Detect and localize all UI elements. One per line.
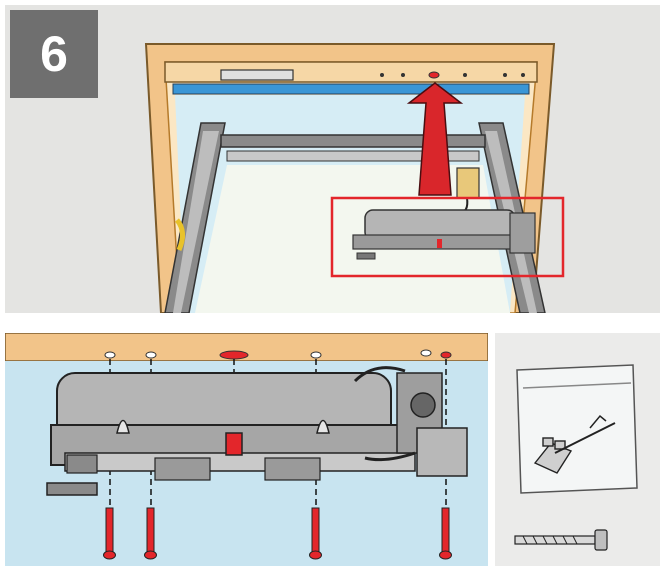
upward-arrow [406, 82, 464, 196]
loose-screw [514, 529, 608, 551]
control-box [456, 167, 480, 199]
sash-top [220, 134, 486, 148]
handle-left [174, 218, 185, 252]
parts-illustration [514, 364, 638, 551]
window-frame-illustration [144, 43, 565, 313]
motor-end [509, 212, 536, 254]
header-bracket [220, 69, 294, 81]
detail-panel [5, 333, 488, 566]
center-pin [225, 432, 243, 456]
sash-left-inner [173, 131, 219, 313]
sash-top-inner [226, 150, 480, 162]
highlight-frame [330, 196, 565, 278]
parts-panel [495, 333, 660, 566]
step-number: 6 [10, 10, 98, 98]
glass-strip [172, 83, 530, 95]
overview-panel: 6 [5, 5, 660, 313]
motor-mounting-illustration [5, 333, 488, 566]
